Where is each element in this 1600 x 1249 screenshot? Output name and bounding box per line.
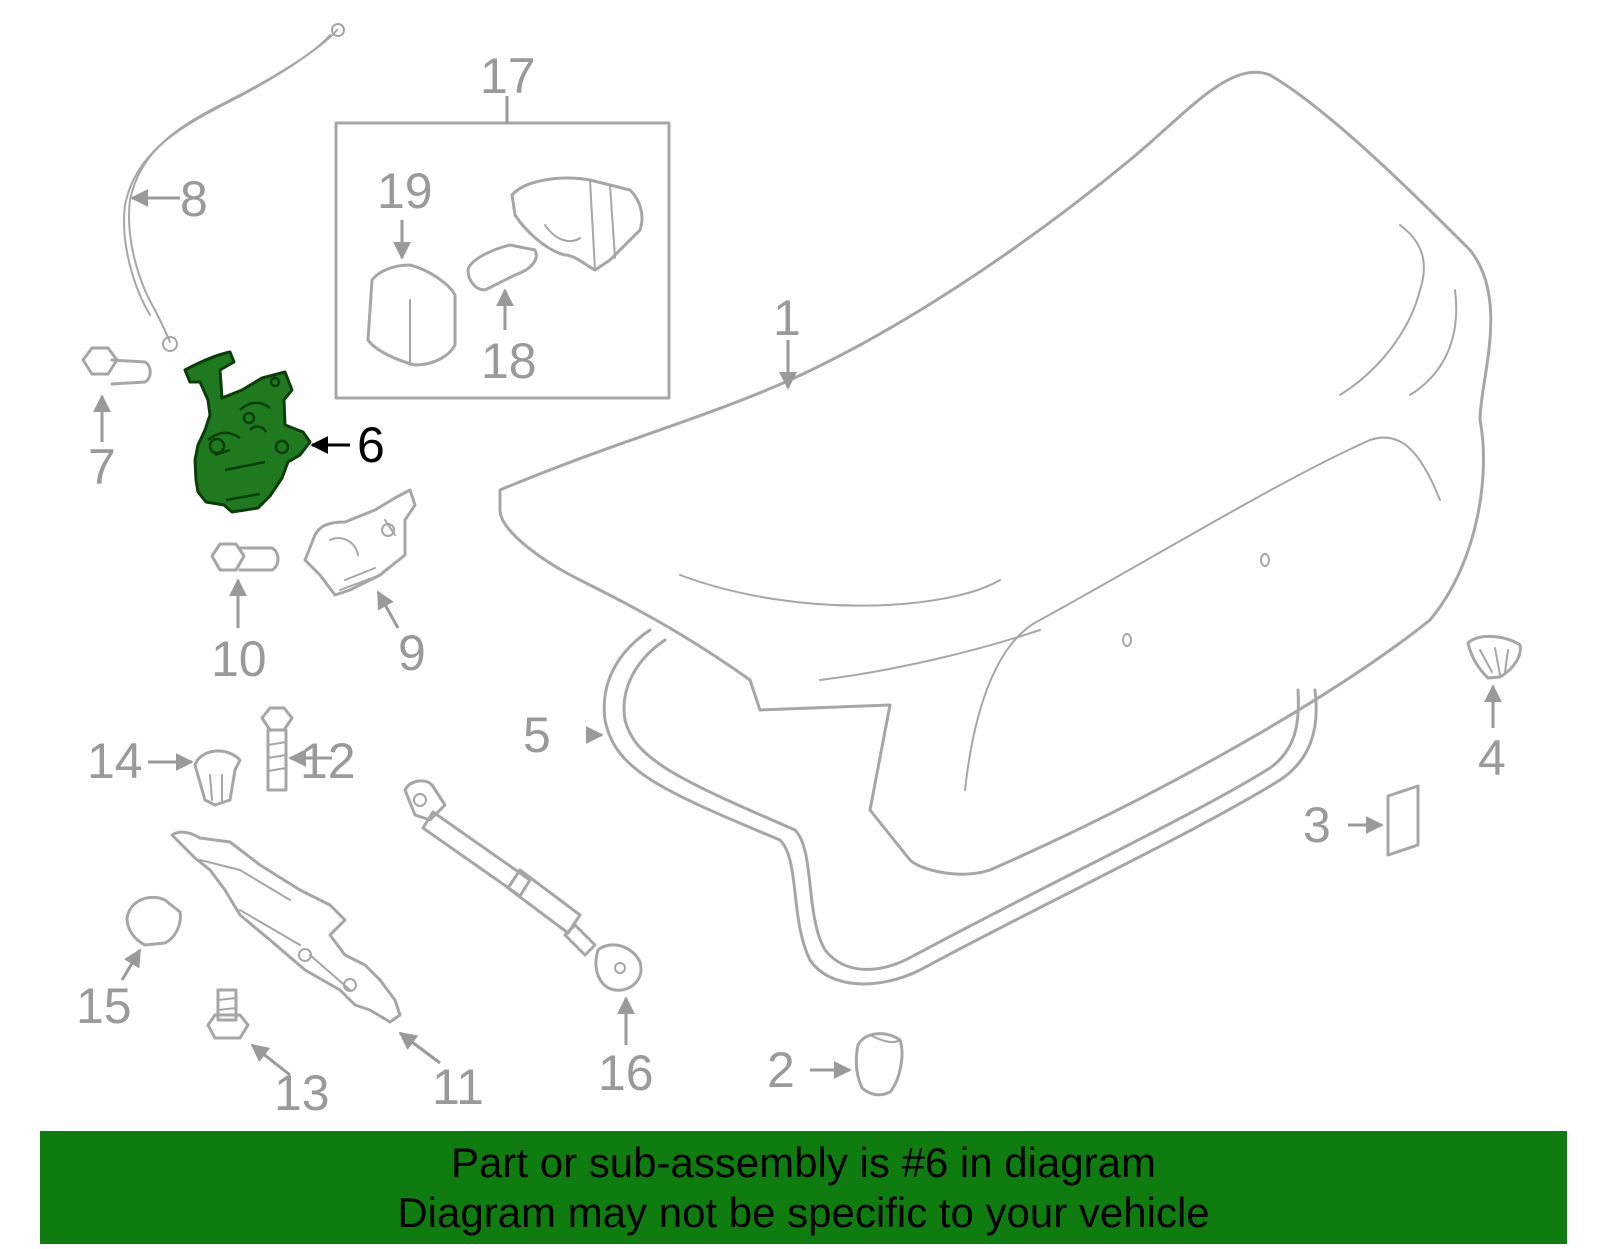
cap-part-15 [120,895,182,981]
callout-8: 8 [180,171,208,227]
bolt-part-7 [81,346,152,442]
striker-part-9 [303,488,417,629]
weatherstrip-part-5 [585,628,1318,986]
trunk-lid-part-1 [498,70,1493,876]
bolt-part-13 [206,988,291,1077]
callout-14: 14 [87,733,143,789]
callout-7: 7 [88,439,116,495]
callout-13: 13 [274,1065,330,1121]
notice-banner: Part or sub-assembly is #6 in diagram Di… [40,1131,1567,1244]
callout-16: 16 [598,1045,654,1101]
callout-4: 4 [1478,730,1506,786]
label-part-3 [1348,784,1420,857]
callout-19: 19 [377,163,433,219]
bolt-part-12 [260,706,332,792]
bumper-part-2 [810,1032,904,1097]
callout-6: 6 [357,417,385,473]
trunk-lamp-assembly-part-17 [334,96,671,400]
callout-9: 9 [398,625,426,681]
callout-3: 3 [1303,797,1331,853]
callout-2: 2 [767,1042,795,1098]
gas-strut-part-16 [403,779,643,1045]
callout-12: 12 [300,733,356,789]
trunk-latch-part-6 [183,350,350,514]
callout-11: 11 [432,1059,484,1115]
callout-15: 15 [76,978,132,1034]
clip-part-14 [148,749,242,807]
callout-17: 17 [480,48,536,104]
release-cable-part-8 [123,23,345,352]
banner-line-disclaimer: Diagram may not be specific to your vehi… [397,1188,1210,1236]
push-clip-part-4 [1466,635,1522,728]
hinge-part-11 [170,830,441,1065]
callout-5: 5 [523,707,551,763]
callout-1: 1 [773,290,801,346]
banner-line-part-number: Part or sub-assembly is #6 in diagram [451,1138,1156,1186]
bolt-part-10 [210,542,280,628]
callout-18: 18 [481,333,537,389]
callout-10: 10 [211,631,267,687]
